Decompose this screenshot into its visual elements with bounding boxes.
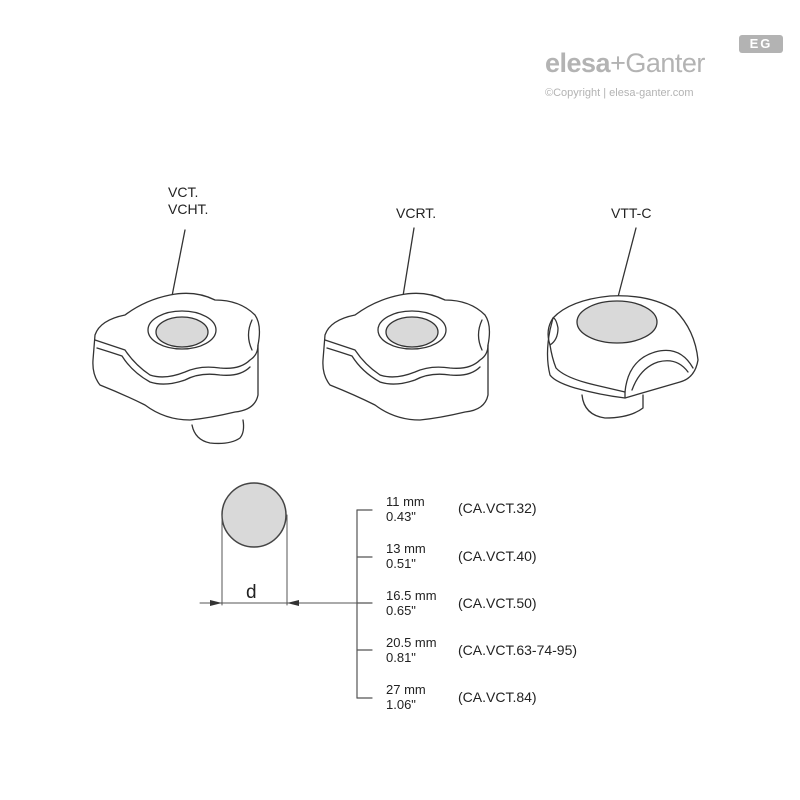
- size-inch: 0.65": [386, 603, 416, 618]
- size-code-3: (CA.VCT.50): [458, 595, 537, 611]
- size-code-1: (CA.VCT.32): [458, 500, 537, 516]
- size-mm: 13 mm: [386, 541, 426, 556]
- size-mm: 11 mm: [386, 494, 425, 509]
- size-mm: 27 mm: [386, 682, 426, 697]
- knob-vct-drawing: [92, 292, 261, 445]
- size-inch: 0.81": [386, 650, 416, 665]
- size-code-5: (CA.VCT.84): [458, 689, 537, 705]
- logo-badge: EG: [739, 35, 783, 53]
- size-row-4: 20.5 mm 0.81": [386, 635, 437, 665]
- leader-line-vct: [171, 229, 186, 297]
- logo-wordmark: elesa+Ganter: [545, 48, 705, 79]
- label-vcht: VCHT.: [168, 201, 209, 217]
- cap-circle: [221, 482, 287, 548]
- size-row-3: 16.5 mm 0.65": [386, 588, 437, 618]
- label-vct-vcht: VCT. VCHT.: [168, 184, 208, 218]
- leader-line-vtt-c: [617, 227, 637, 298]
- size-code-4: (CA.VCT.63-74-95): [458, 642, 578, 658]
- arrow-right-icon: [287, 600, 299, 606]
- size-mm: 20.5 mm: [386, 635, 437, 650]
- brand-logo: EG elesa+Ganter ©Copyright | elesa-gante…: [545, 35, 795, 110]
- size-mm: 16.5 mm: [386, 588, 437, 603]
- logo-plus: +: [610, 48, 626, 78]
- size-row-5: 27 mm 1.06": [386, 682, 426, 712]
- size-inch: 0.43": [386, 509, 416, 524]
- size-inch: 0.51": [386, 556, 416, 571]
- knob-vcrt-drawing: [322, 292, 491, 421]
- knob-vtt-c-drawing: [546, 295, 699, 419]
- logo-brand-ganter: Ganter: [625, 48, 705, 78]
- arrow-left-icon: [210, 600, 222, 606]
- logo-brand-elesa: elesa: [545, 48, 611, 78]
- copyright-text: ©Copyright | elesa-ganter.com: [545, 87, 694, 99]
- label-vct: VCT.: [168, 184, 199, 200]
- size-bracket: [356, 509, 373, 699]
- size-inch: 1.06": [386, 697, 416, 712]
- label-vcrt: VCRT.: [396, 205, 437, 221]
- label-vtt-c: VTT-C: [611, 205, 652, 221]
- leader-line-vcrt: [402, 227, 415, 297]
- size-row-1: 11 mm 0.43": [386, 494, 425, 524]
- dimension-symbol-d: d: [246, 582, 257, 603]
- size-code-2: (CA.VCT.40): [458, 548, 537, 564]
- size-row-2: 13 mm 0.51": [386, 541, 426, 571]
